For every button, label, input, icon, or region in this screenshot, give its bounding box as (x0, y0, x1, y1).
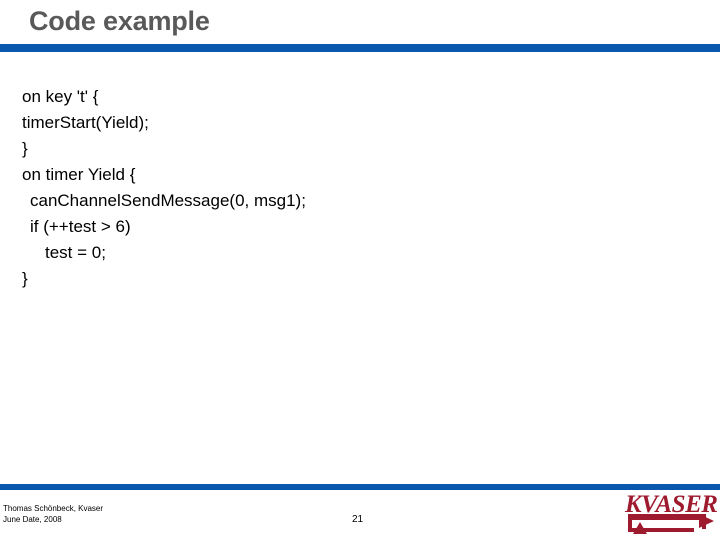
code-line: if (++test > 6) (30, 217, 131, 236)
code-line: canChannelSendMessage(0, msg1); (30, 191, 306, 210)
code-line: test = 0; (45, 243, 106, 262)
title-area: Code example (0, 0, 720, 44)
code-line: } (22, 269, 28, 288)
header-divider-rule (0, 44, 720, 52)
code-line: on key 't' { (22, 87, 99, 106)
footer-date: June Date, 2008 (3, 515, 62, 524)
footer-attribution: Thomas Schönbeck, Kvaser June Date, 2008 (3, 503, 103, 525)
page-number: 21 (352, 514, 364, 525)
code-line: timerStart(Yield); (22, 113, 149, 132)
footer-divider-rule (0, 484, 720, 490)
code-line: on timer Yield { (22, 165, 136, 184)
page-title: Code example (29, 6, 210, 36)
footer-author: Thomas Schönbeck, Kvaser (3, 504, 104, 513)
arrow-loop-icon (628, 514, 714, 534)
kvaser-wordmark: KVASER (625, 491, 718, 518)
code-block: on key 't' { timerStart(Yield); } on tim… (0, 84, 720, 292)
code-line: } (22, 139, 28, 158)
kvaser-logo: KVASER (620, 491, 718, 534)
